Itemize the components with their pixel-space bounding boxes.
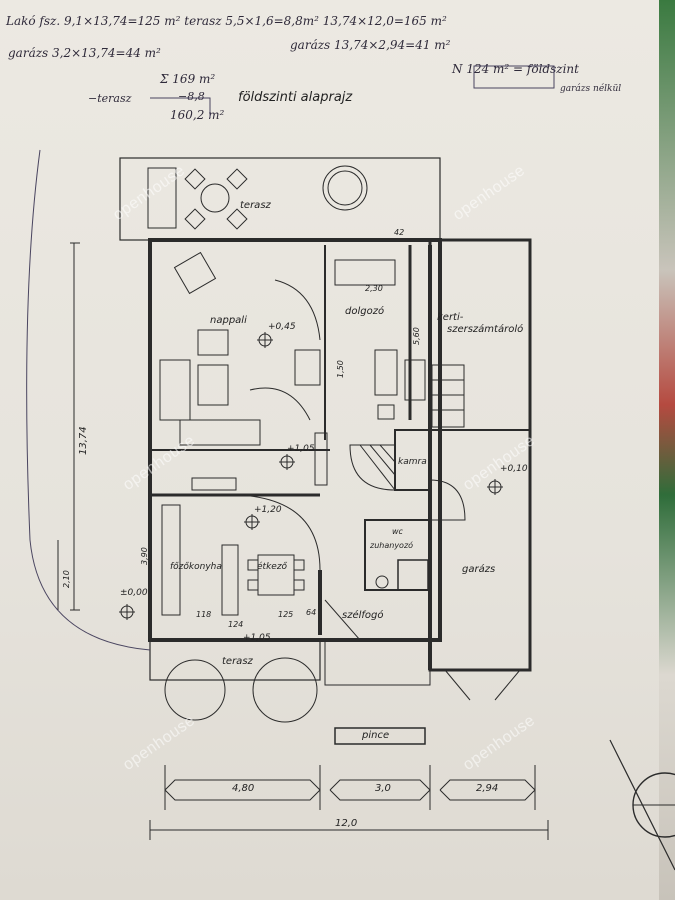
dim-total-label: 12,0 — [335, 818, 358, 829]
note-line-2b: garázs 13,74×2,94=41 m² — [290, 38, 451, 52]
terrace-chair — [184, 168, 206, 190]
note-line-1: Lakó fsz. 9,1×13,74=125 m² terasz 5,5×1,… — [6, 14, 447, 28]
room-fozo: főzőkonyha — [170, 562, 222, 572]
room-etkezo: étkező — [257, 562, 288, 572]
column — [314, 432, 328, 486]
chair — [247, 559, 259, 571]
dim-30-label: 3,0 — [375, 783, 391, 794]
level-marker-group — [119, 332, 503, 620]
hand-bracket — [150, 97, 211, 118]
dim-294-label: 2,94 — [476, 783, 499, 794]
room-wc: wc — [392, 527, 403, 536]
note-line-2a: garázs 3,2×13,74=44 m² — [8, 46, 161, 60]
sideboard — [179, 419, 261, 446]
coffee-table — [197, 364, 229, 406]
room-szelfogo: szélfogó — [342, 610, 384, 621]
terrace-chair — [226, 208, 248, 230]
bottom-planter — [252, 657, 318, 723]
armchair — [197, 329, 229, 356]
dim-210-label: 2,10 — [62, 570, 71, 588]
cabinet-row — [191, 477, 237, 491]
dim-side-label: 13,74 — [78, 426, 89, 455]
dim-124-label: 124 — [228, 620, 244, 629]
note-minus: −8,8 — [178, 90, 205, 103]
terrace-round-table-inner — [327, 170, 363, 206]
dim-150-label: 1,50 — [336, 360, 345, 378]
chair — [293, 559, 305, 571]
dining-table — [257, 554, 295, 596]
chair — [247, 579, 259, 591]
level-garazs: +0,10 — [500, 464, 528, 474]
desk-small — [374, 349, 398, 396]
dim-480-label: 4,80 — [232, 783, 255, 794]
door-swing — [249, 387, 311, 421]
terrace-chair — [184, 208, 206, 230]
dim-118-label: 118 — [196, 610, 212, 619]
note-terasz: −terasz — [88, 92, 132, 105]
kitchen-island — [221, 544, 239, 616]
note-result: 160,2 m² — [170, 108, 225, 122]
level-konyha: +1,20 — [254, 505, 282, 515]
dim-42-label: 42 — [394, 228, 405, 237]
bottom-planter — [164, 659, 226, 721]
terrace-chair — [226, 168, 248, 190]
chair — [293, 579, 305, 591]
kitchen-arc — [239, 494, 321, 571]
terrace-top-outline — [119, 157, 441, 241]
room-nappali: nappali — [210, 315, 247, 326]
dim-560-label: 5,60 — [412, 327, 421, 345]
stair-step — [379, 444, 396, 463]
kitchen-counter — [161, 504, 181, 616]
background-edge — [659, 0, 675, 900]
room-terasz-bottom: terasz — [222, 656, 253, 667]
stair-down — [429, 479, 466, 521]
level-nappali: +0,45 — [268, 322, 296, 332]
desk — [334, 259, 396, 286]
stair-step — [369, 444, 396, 476]
level-stair: +1,05 — [287, 444, 315, 454]
stair-step — [359, 444, 396, 491]
room-garazs: garázs — [462, 564, 496, 575]
chair — [377, 404, 395, 420]
level-outside: ±0,00 — [120, 588, 148, 598]
room-zuhanyozo: zuhanyozó — [370, 541, 414, 550]
note-sum: Σ 169 m² — [160, 72, 216, 86]
room-dolgozo: dolgozó — [345, 306, 385, 317]
dim-390-label: 3,90 — [140, 547, 149, 565]
hand-arc — [26, 149, 151, 651]
fireplace — [294, 349, 321, 386]
hand-box — [473, 65, 555, 89]
dim-230-label: 2,30 — [365, 284, 383, 293]
dim-64-label: 64 — [306, 608, 317, 617]
garage-door — [494, 669, 521, 701]
armchair — [173, 251, 217, 295]
plan-title: földszinti alaprajz — [238, 90, 353, 105]
room-pince: pince — [362, 730, 390, 741]
room-kamra: kamra — [398, 457, 427, 467]
note-net-sub: garázs nélkül — [560, 84, 622, 94]
garage-door — [444, 669, 471, 701]
terrace-bottom — [149, 639, 321, 681]
door-swing — [274, 279, 321, 341]
entry-door-swing — [324, 599, 361, 641]
terrace-round-table — [322, 165, 368, 211]
shelf — [404, 359, 426, 401]
pince-box — [334, 727, 426, 745]
room-kerti-2: szerszámtároló — [447, 324, 524, 335]
sofa — [159, 359, 191, 421]
terrace-lounger — [147, 167, 177, 229]
room-terasz-top: terasz — [240, 200, 271, 211]
level-entry: +1,05 — [243, 633, 271, 643]
stair-garage — [431, 364, 465, 428]
entry-porch — [324, 639, 431, 686]
terrace-table — [200, 183, 230, 213]
dim-125-label: 125 — [278, 610, 294, 619]
room-kerti: kerti- — [437, 312, 464, 323]
shower-tray — [397, 559, 429, 591]
